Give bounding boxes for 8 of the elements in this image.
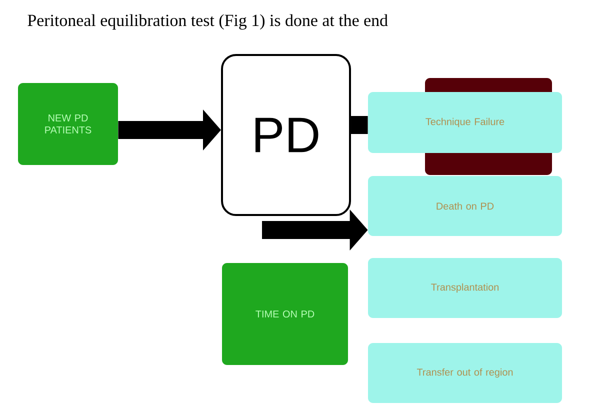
outcome-box: Transfer out of region [368, 343, 562, 403]
heading: Peritoneal equilibration test (Fig 1) is done at the end [28, 14, 388, 30]
outcome-box: Transplantation [368, 258, 562, 318]
time-box: TIME ON PD [222, 263, 348, 365]
outcome-box: Death on PD [368, 176, 562, 236]
start-box: NEW PD PATIENTS [18, 83, 118, 165]
main-box: PD [221, 54, 351, 216]
outcome-box: Technique Failure [368, 92, 562, 153]
